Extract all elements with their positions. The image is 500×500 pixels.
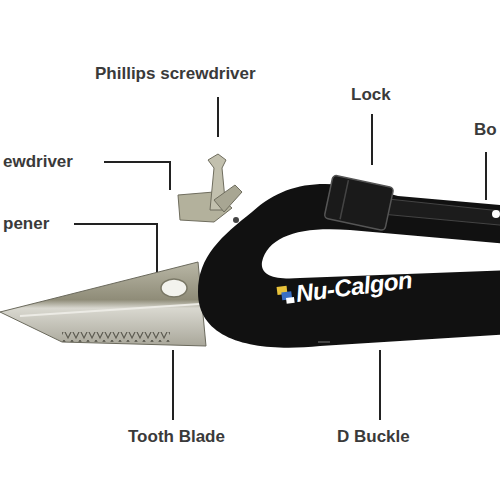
- part-label: Phillips screwdriver: [95, 64, 256, 84]
- part-label: Tooth Blade: [128, 427, 225, 447]
- part-label: pener: [3, 214, 49, 234]
- part-label: Bo: [474, 120, 497, 140]
- part-label: D Buckle: [337, 427, 410, 447]
- part-label: ewdriver: [3, 152, 73, 172]
- part-label: Lock: [351, 85, 391, 105]
